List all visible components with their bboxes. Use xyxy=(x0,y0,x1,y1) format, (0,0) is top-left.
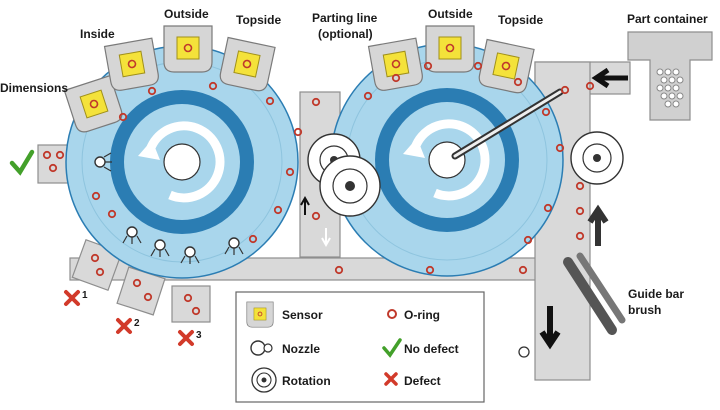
rotation-icon xyxy=(251,367,277,393)
label-part-container: Part container xyxy=(627,12,708,26)
defect-number-1: 1 xyxy=(82,290,88,301)
part-container xyxy=(627,31,713,121)
transfer-wheels xyxy=(307,131,624,217)
cross-icon xyxy=(178,330,194,346)
arrow-icon xyxy=(587,204,609,246)
right-rotary-disc xyxy=(330,43,564,277)
cross-icon xyxy=(64,290,80,306)
arrow-icon xyxy=(539,306,561,350)
sensor-outside-left xyxy=(163,25,213,73)
cross-icon xyxy=(116,318,132,334)
label-outside-right: Outside xyxy=(428,7,473,21)
legend-no-defect: No defect xyxy=(404,342,459,356)
nozzle-icon xyxy=(518,346,530,358)
cross-icon xyxy=(384,372,398,386)
sensor-topside-right xyxy=(476,38,535,96)
rotation-arrow-left xyxy=(145,121,225,203)
right-hub xyxy=(428,141,466,179)
label-topside-left: Topside xyxy=(236,13,281,27)
arrow-icon xyxy=(321,228,331,248)
sensor-topside-left xyxy=(217,36,276,94)
arrow-icon xyxy=(300,195,310,215)
defect-number-3: 3 xyxy=(196,330,202,341)
arrow-icon xyxy=(591,67,628,89)
sensor-outside-right-2 xyxy=(425,25,475,73)
check-icon xyxy=(382,338,402,358)
label-inside: Inside xyxy=(80,27,115,41)
label-topside-right: Topside xyxy=(498,13,543,27)
sensor-outside-right xyxy=(367,37,425,93)
reject-bin-3 xyxy=(171,285,211,323)
legend-box xyxy=(235,291,485,403)
o-ring-icon xyxy=(387,309,397,319)
left-rotary-disc xyxy=(65,45,299,279)
rotation-arrow-right xyxy=(410,119,490,201)
label-dimensions: Dimensions xyxy=(0,81,68,95)
legend-oring: O-ring xyxy=(404,308,440,322)
label-guide-bar: Guide bar xyxy=(628,287,684,301)
sensor-icon xyxy=(246,301,274,328)
label-parting-line: Parting line xyxy=(312,11,378,25)
defect-number-2: 2 xyxy=(134,318,140,329)
label-outside-left: Outside xyxy=(164,7,209,21)
guide-bar-brush xyxy=(563,252,626,335)
left-hub xyxy=(163,143,201,181)
nozzle-icon xyxy=(250,340,273,356)
legend-sensor: Sensor xyxy=(282,308,323,322)
legend-nozzle: Nozzle xyxy=(282,342,320,356)
check-icon xyxy=(9,149,35,176)
legend: Sensor O-ring Nozzle No defect Rotation … xyxy=(235,291,485,403)
label-parting-line-optional: (optional) xyxy=(318,27,373,41)
sensor-inside xyxy=(103,37,161,93)
legend-rotation: Rotation xyxy=(282,374,331,388)
legend-defect: Defect xyxy=(404,374,441,388)
flow-arrows xyxy=(300,67,628,350)
label-guide-bar-brush: brush xyxy=(628,303,661,317)
